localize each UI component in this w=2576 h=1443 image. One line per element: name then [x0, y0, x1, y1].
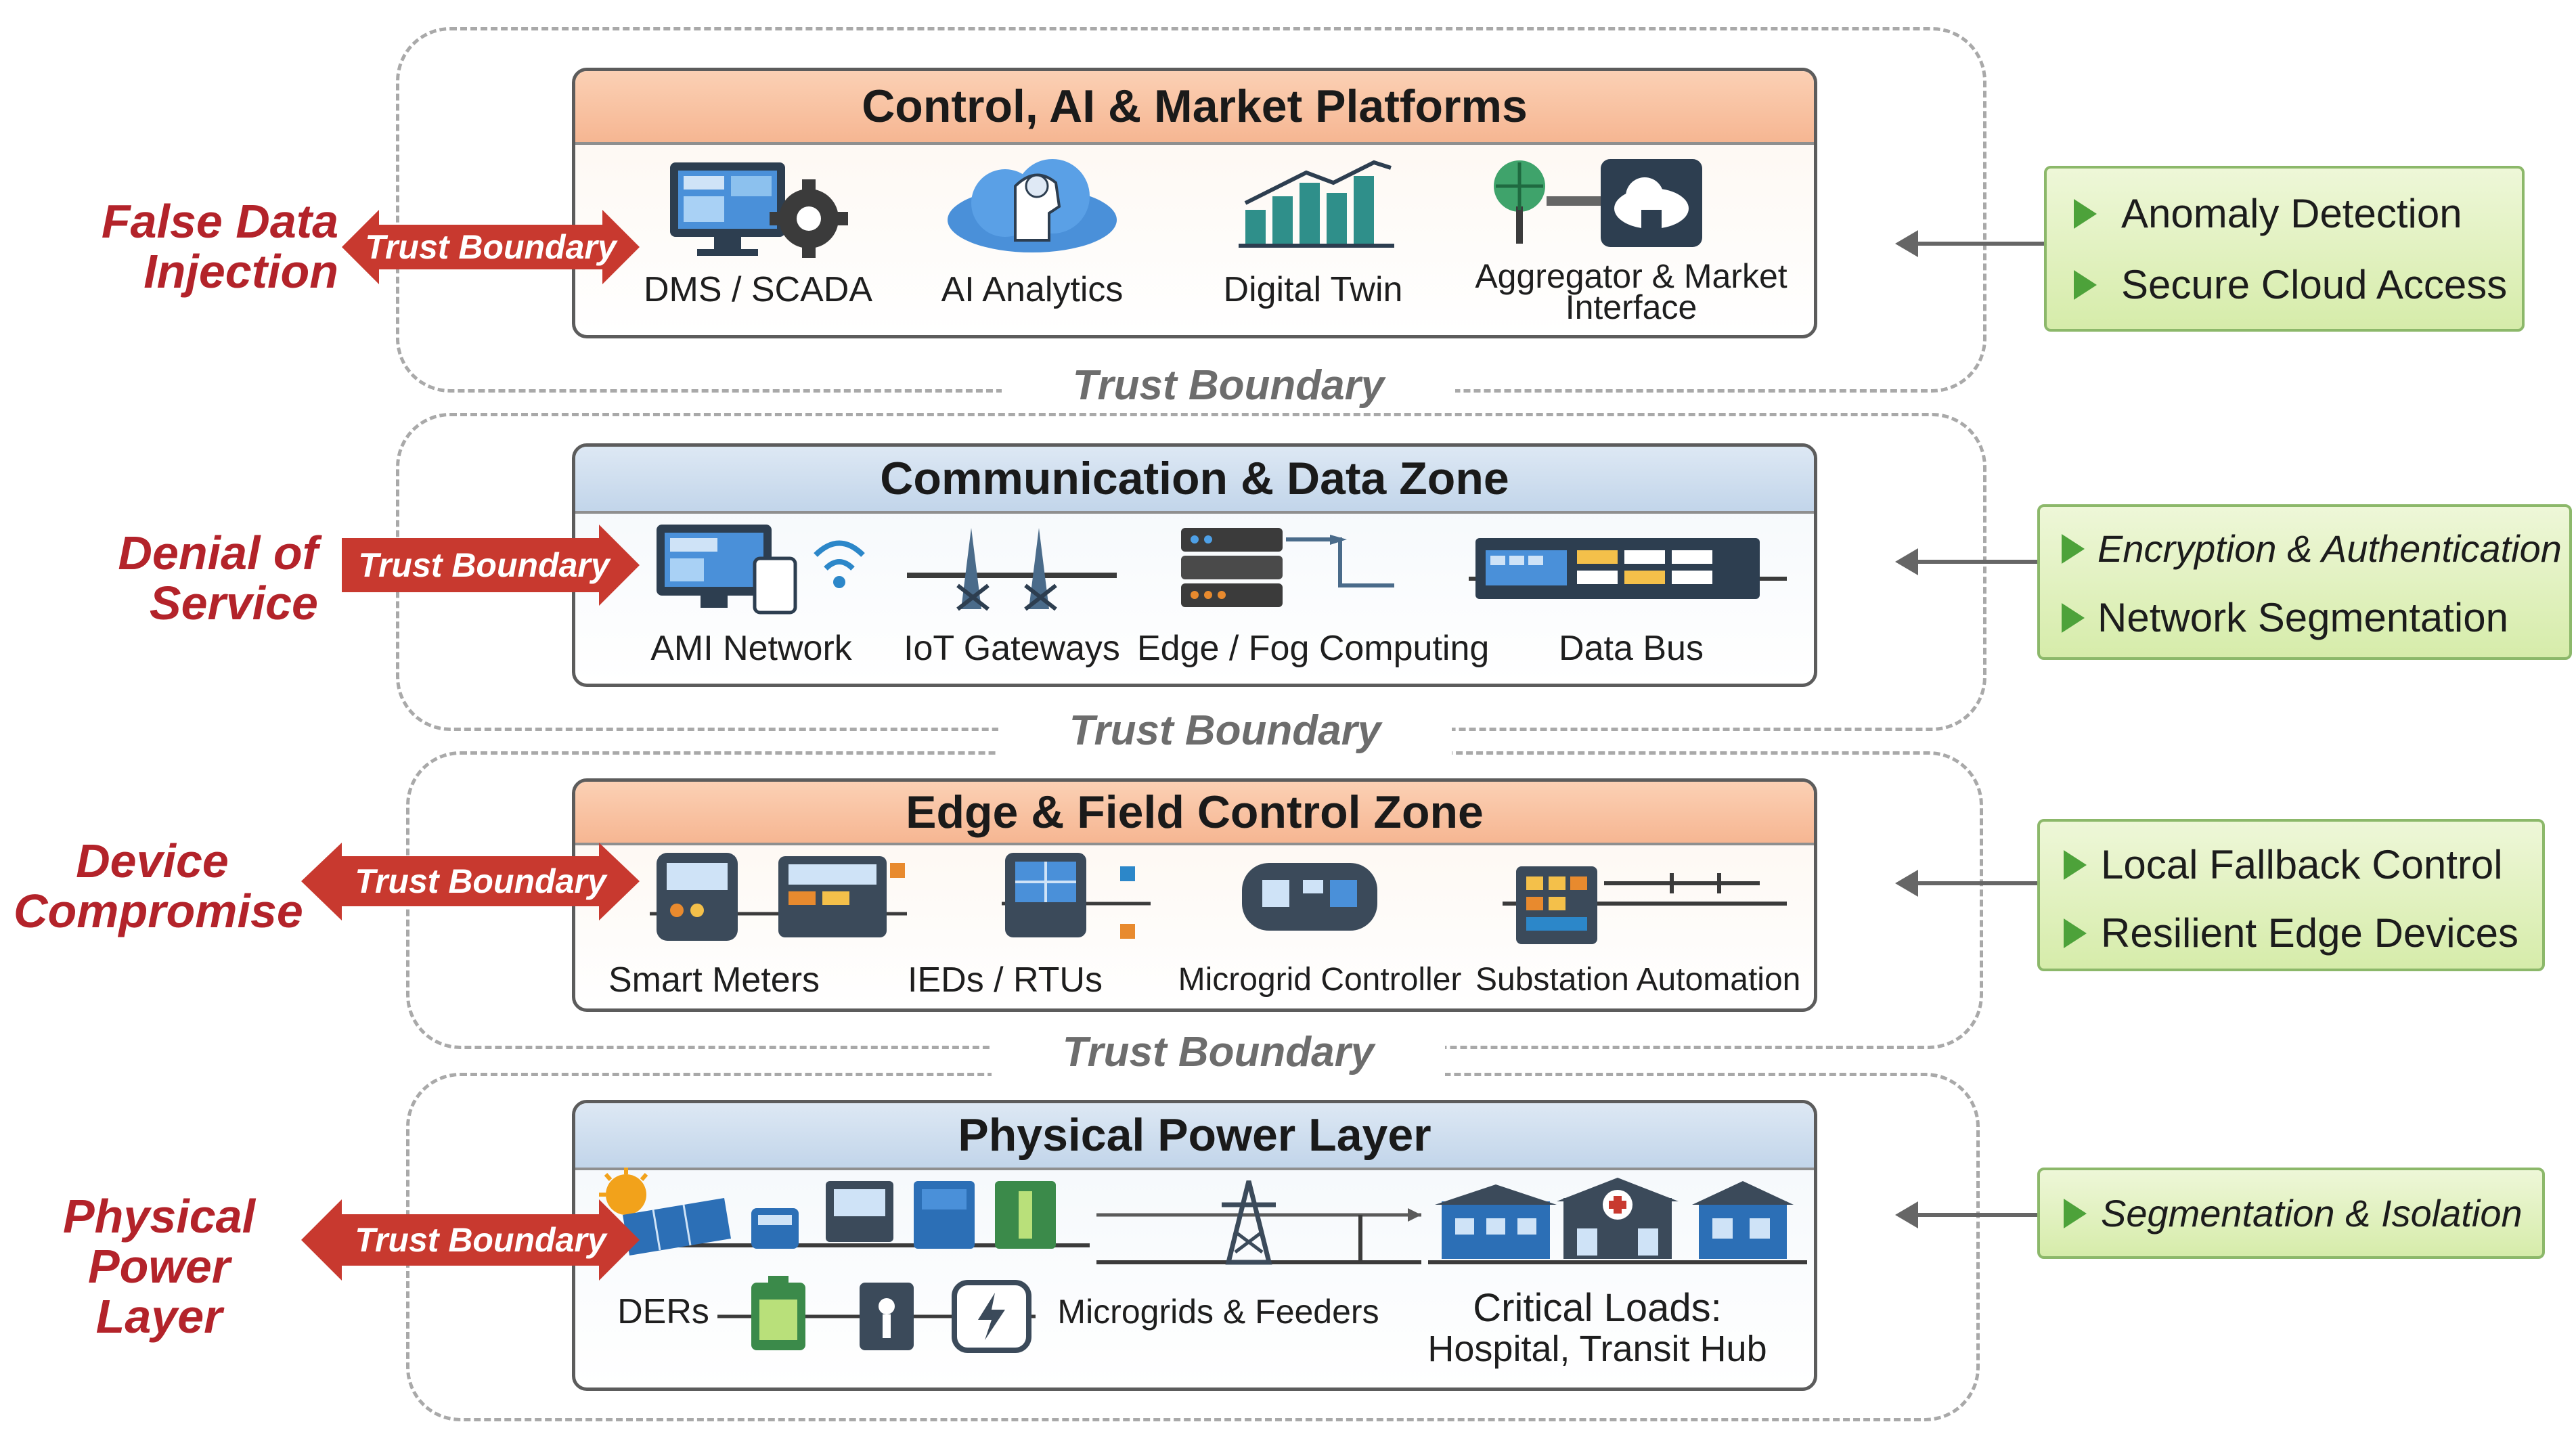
connector-line: [1915, 881, 2037, 885]
bar-chart-icon: [1239, 160, 1394, 248]
trust-boundary-arrow-1: [342, 210, 640, 284]
left-arrow-icon: [1895, 230, 1918, 257]
threat-line: Physical: [62, 1190, 256, 1243]
component-label: Hospital, Transit Hub: [1427, 1329, 1767, 1369]
trust-boundary-arrow-label: Trust Boundary: [355, 1221, 606, 1259]
wifi-monitor-icon: [657, 525, 865, 615]
bullet-triangle-icon: [2064, 850, 2087, 880]
transmission-tower-icon: [1096, 1180, 1421, 1265]
component-label: IEDs / RTUs: [908, 960, 1103, 1000]
left-arrow-icon: [1895, 870, 1918, 897]
defense-box-communication: Encryption & Authentication Network Segm…: [2037, 504, 2572, 660]
substation-icon: [1503, 866, 1787, 944]
ied-panel-icon: [1002, 853, 1151, 939]
component-label: Substation Automation: [1475, 962, 1801, 998]
layer-title: Communication & Data Zone: [575, 447, 1814, 514]
trust-boundary-label-1: Trust Boundary: [1002, 362, 1455, 409]
battery-icon: [717, 1276, 1036, 1353]
connector-line: [1915, 1213, 2037, 1217]
tree-cloud-icon: [1494, 159, 1702, 247]
component-label: Digital Twin: [1223, 270, 1403, 309]
defense-item: Secure Cloud Access: [2121, 262, 2508, 307]
component-label: DERs: [617, 1292, 709, 1331]
component-label: Microgrid Controller: [1178, 962, 1462, 998]
left-arrow-icon: [1895, 548, 1918, 575]
trust-boundary-arrow-3: [301, 843, 640, 920]
trust-boundary-label-3: Trust Boundary: [992, 1029, 1445, 1076]
layer-title: Physical Power Layer: [575, 1103, 1814, 1170]
defense-box-edge: Local Fallback Control Resilient Edge De…: [2037, 819, 2545, 971]
hospital-icon: [1428, 1178, 1807, 1264]
defense-item: Resilient Edge Devices: [2101, 910, 2518, 956]
trust-boundary-label-2: Trust Boundary: [998, 707, 1452, 755]
component-label: IoT Gateways: [904, 629, 1120, 668]
threat-label-false-data: False Data Injection: [41, 196, 338, 296]
gateway-tower-icon: [907, 528, 1117, 611]
defense-item: Local Fallback Control: [2101, 842, 2503, 887]
connector-line: [1915, 560, 2037, 564]
threat-label-physical: Physical Power Layer: [20, 1191, 298, 1341]
component-label: Critical Loads:: [1473, 1286, 1722, 1330]
bullet-triangle-icon: [2074, 270, 2097, 300]
threat-label-denial-of-service: Denial of Service: [41, 528, 318, 628]
connector-line: [1915, 242, 2044, 246]
trust-boundary-arrow-4: [301, 1199, 640, 1281]
threat-line: Device: [76, 835, 229, 887]
data-bus-icon: [1469, 538, 1787, 599]
server-rack-icon: [1181, 528, 1394, 607]
defense-item: Network Segmentation: [2097, 595, 2508, 640]
component-label: Smart Meters: [608, 960, 820, 1000]
threat-line: Compromise: [14, 885, 303, 937]
component-label: AMI Network: [650, 629, 852, 668]
bullet-triangle-icon: [2062, 534, 2085, 564]
defense-item: Anomaly Detection: [2121, 191, 2462, 236]
bullet-triangle-icon: [2064, 1199, 2087, 1228]
component-label: DMS / SCADA: [643, 270, 873, 309]
component-label: Aggregator & Market Interface: [1475, 257, 1787, 326]
component-label: AI Analytics: [941, 270, 1124, 309]
threat-line: Injection: [143, 245, 338, 298]
defense-item: Encryption & Authentication: [2097, 527, 2562, 570]
defense-box-control: Anomaly Detection Secure Cloud Access: [2044, 166, 2525, 332]
left-arrow-icon: [1895, 1201, 1918, 1228]
threat-line: Service: [149, 577, 318, 629]
layer-title: Edge & Field Control Zone: [575, 782, 1814, 845]
trust-boundary-arrow-label: Trust Boundary: [358, 546, 610, 584]
monitor-gear-icon: [670, 162, 848, 258]
threat-label-device-compromise: Device Compromise: [14, 835, 303, 937]
cloud-brain-icon: [948, 159, 1117, 252]
solar-panel-icon: [596, 1168, 1090, 1256]
trust-boundary-arrow-label: Trust Boundary: [355, 862, 606, 900]
bullet-triangle-icon: [2074, 199, 2097, 229]
layer-title: Control, AI & Market Platforms: [575, 71, 1814, 145]
threat-line: False Data: [101, 195, 338, 248]
smart-meter-icon: [650, 853, 907, 941]
component-label: Data Bus: [1559, 629, 1704, 668]
defense-box-physical: Segmentation & Isolation: [2037, 1168, 2545, 1259]
controller-icon: [1242, 863, 1377, 931]
threat-line: Denial of: [118, 527, 318, 579]
threat-line: Power Layer: [87, 1240, 231, 1343]
layer-panel-control: Control, AI & Market Platforms: [572, 68, 1817, 338]
defense-item: Segmentation & Isolation: [2101, 1192, 2523, 1235]
component-label: Edge / Fog Computing: [1137, 629, 1490, 668]
trust-boundary-arrow-label: Trust Boundary: [365, 228, 617, 266]
component-label: Microgrids & Feeders: [1057, 1293, 1379, 1331]
bullet-triangle-icon: [2062, 603, 2085, 633]
trust-boundary-arrow-2: [342, 525, 640, 606]
bullet-triangle-icon: [2064, 918, 2087, 948]
